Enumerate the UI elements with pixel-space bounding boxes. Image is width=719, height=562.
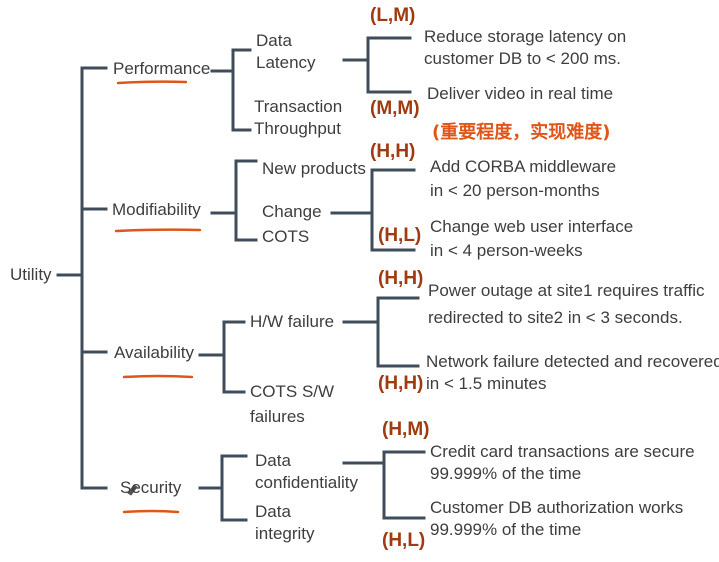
priority-label: (H,H) [378, 268, 424, 289]
priority-label: (H,L) [378, 225, 422, 246]
priority-label: (H,L) [382, 530, 426, 551]
root-node: Utility [10, 265, 52, 284]
priority-label: (L,M) [370, 5, 416, 26]
attribute-performance: Performance [113, 59, 211, 78]
underline-availability [122, 374, 194, 379]
underline-performance [116, 80, 188, 85]
scenario-text: Deliver video in real time [427, 84, 614, 103]
priority-label: (H,H) [370, 141, 416, 162]
priority-label: (M,M) [370, 98, 420, 119]
underline-modifiability [114, 228, 202, 233]
attribute-modifiability: Modifiability [112, 200, 201, 219]
priority-label: (H,M) [382, 419, 430, 440]
pen-cursor-icon [127, 484, 138, 496]
underline-security [122, 509, 180, 514]
refinement-new-products: New products [262, 159, 366, 178]
attribute-security: Security [120, 478, 182, 497]
attribute-availability: Availability [114, 343, 195, 362]
refinement-hw-failure: H/W failure [250, 312, 335, 331]
priority-legend-annotation: (重要程度，实现难度) [432, 122, 611, 143]
priority-label: (H,H) [378, 373, 424, 394]
